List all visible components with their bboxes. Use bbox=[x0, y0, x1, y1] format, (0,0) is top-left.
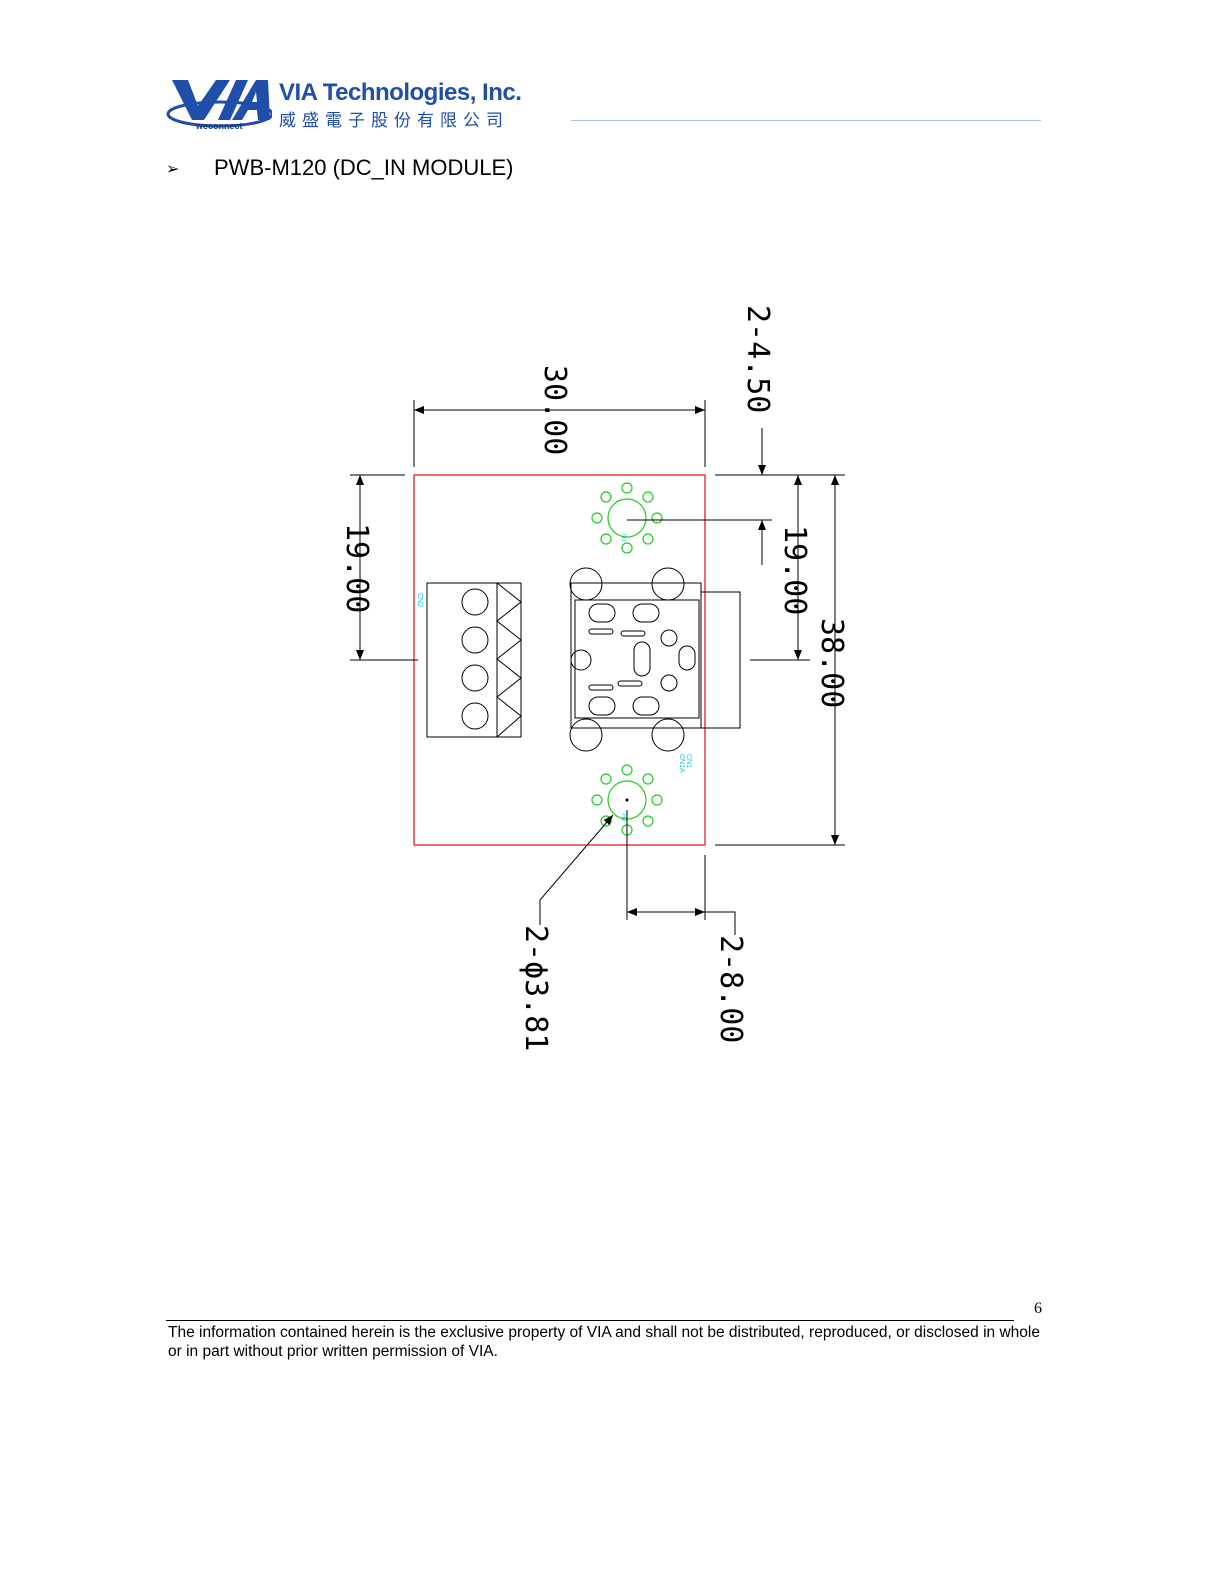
company-name: VIA Technologies, Inc. bbox=[279, 79, 522, 106]
company-name-zh: 威盛電子股份有限公司 bbox=[279, 111, 509, 131]
page-header: weconnect VIA Technologies, Inc. 威盛電子股份有… bbox=[166, 76, 1046, 136]
dim-total-height: 38.00 bbox=[814, 618, 849, 708]
dim-hole-diameter: 2-ϕ3.81 bbox=[518, 925, 553, 1051]
label-cn1: CN1 bbox=[685, 754, 692, 768]
logo-tagline: weconnect bbox=[196, 121, 243, 131]
label-h1: H1 bbox=[620, 534, 626, 542]
arrow-bullet-icon: ➢ bbox=[166, 159, 180, 178]
dim-hole-offset-top: 2-4.50 bbox=[740, 305, 775, 413]
page-number: 6 bbox=[1034, 1300, 1042, 1317]
header-rule bbox=[571, 120, 1041, 121]
label-h2: H2 bbox=[620, 814, 626, 822]
label-cn2: CN2 bbox=[416, 593, 423, 607]
dim-right-half-height: 19.00 bbox=[777, 525, 812, 615]
mounting-hole-h1 bbox=[591, 482, 663, 554]
label-cn1a: CN1A bbox=[678, 754, 685, 773]
hole-center-mark bbox=[625, 798, 629, 802]
dim-hole-offset-right: 2-8.00 bbox=[713, 935, 748, 1043]
terminal-block-cn2 bbox=[426, 582, 522, 738]
dc-jack-cn1 bbox=[569, 567, 741, 752]
dim-width: 30.00 bbox=[537, 365, 572, 455]
dimension-lines bbox=[350, 400, 845, 935]
footer-rule bbox=[166, 1320, 1014, 1321]
confidentiality-notice: The information contained herein is the … bbox=[168, 1324, 1040, 1360]
board-outline bbox=[413, 474, 706, 846]
section-title: PWB-M120 (DC_IN MODULE) bbox=[214, 155, 514, 180]
via-logo-icon bbox=[166, 80, 272, 128]
dim-left-half-height: 19.00 bbox=[339, 523, 374, 613]
